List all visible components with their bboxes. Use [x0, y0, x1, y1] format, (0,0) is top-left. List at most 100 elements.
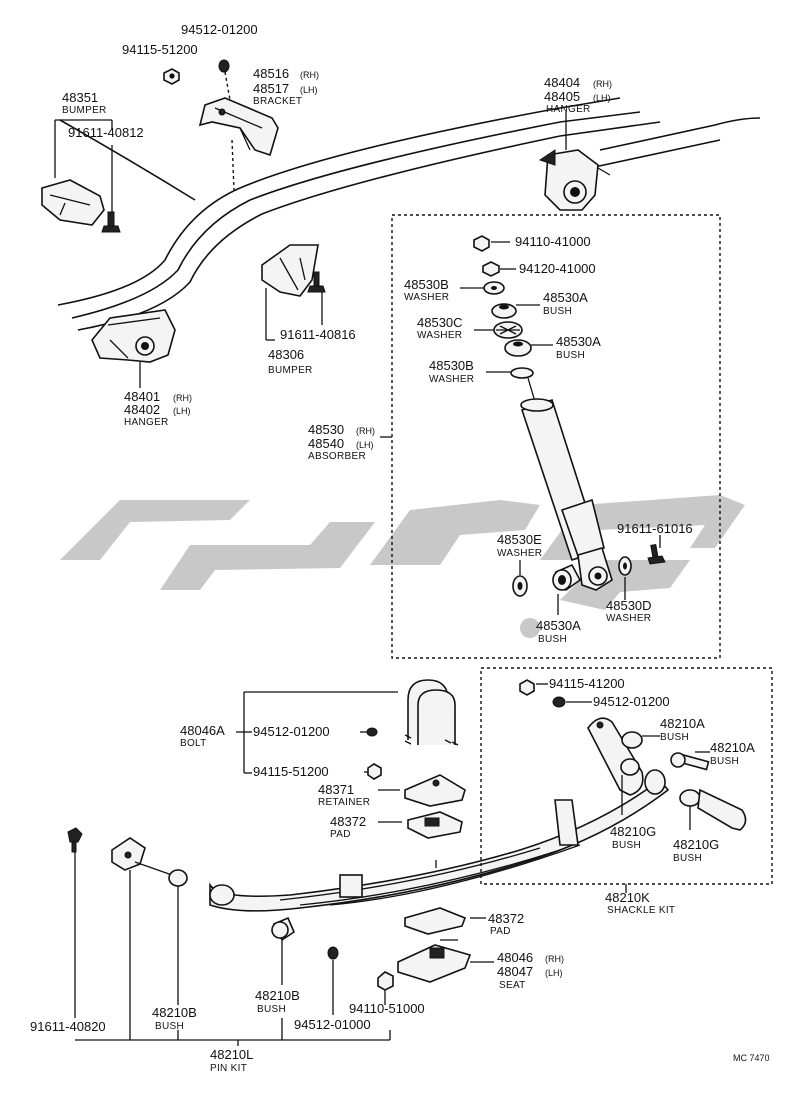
label-48401: 48401 [124, 389, 160, 404]
label-48372-top: 48372 [330, 814, 366, 829]
bush-48210G-1 [620, 758, 640, 776]
shackle-box [480, 667, 773, 885]
seat-48046 [397, 939, 472, 983]
label-48530: 48530 [308, 422, 344, 437]
label-94115-41200: 94115-41200 [549, 676, 625, 691]
label-48351: 48351 [62, 90, 98, 105]
u-bolt-48046A [404, 679, 459, 746]
label-48047-lh: (LH) [545, 968, 563, 978]
bush-48210A-1 [621, 731, 643, 749]
label-48210G-2: 48210G [673, 837, 719, 852]
nut-94120-41000 [482, 261, 500, 277]
label-48516-rh: (RH) [300, 70, 319, 80]
label-48210G-1: 48210G [610, 824, 656, 839]
label-48540-lh: (LH) [356, 440, 374, 450]
label-48306: 48306 [268, 347, 304, 362]
label-48402-lh: (LH) [173, 406, 191, 416]
label-48401-rh: (RH) [173, 393, 192, 403]
bush-48530A-1 [491, 303, 517, 319]
label-48210A-1: 48210A [660, 716, 705, 731]
washer-94512-top [218, 59, 230, 73]
bolt-48210A-2 [670, 752, 710, 771]
label-pad-top: PAD [330, 829, 351, 840]
nut-94115-bolt [367, 763, 382, 780]
bolt-91611-40820 [67, 827, 83, 853]
label-pad-bottom: PAD [490, 926, 511, 937]
label-48047: 48047 [497, 964, 533, 979]
label-94115-51200-top: 94115-51200 [122, 42, 198, 57]
nut-94110-51000 [377, 971, 394, 991]
label-48517-lh: (LH) [300, 85, 318, 95]
bush-48210B-2 [271, 916, 295, 942]
label-91611-40820: 91611-40820 [30, 1019, 106, 1034]
label-code: MC 7470 [733, 1053, 770, 1063]
label-94120-41000: 94120-41000 [519, 261, 596, 276]
nut-94110-41000 [473, 235, 490, 252]
label-94512-01200-top: 94512-01200 [181, 22, 258, 37]
label-48046A: 48046A [180, 723, 225, 738]
label-bush-6: BUSH [612, 840, 641, 851]
washer-94512-bolt [366, 727, 378, 737]
label-48530A-3: 48530A [536, 618, 581, 633]
label-94110-51000: 94110-51000 [349, 1001, 425, 1016]
label-48210L: 48210L [210, 1047, 253, 1062]
label-48404: 48404 [544, 75, 580, 90]
label-bush-7: BUSH [673, 853, 702, 864]
bolt-91611-61016 [647, 544, 666, 565]
label-94512-01200-mid: 94512-01200 [593, 694, 670, 709]
label-91611-61016: 91611-61016 [617, 521, 693, 536]
label-91611-40816: 91611-40816 [280, 327, 356, 342]
label-48405-lh: (LH) [593, 93, 611, 103]
label-91611-40812: 91611-40812 [68, 125, 144, 140]
label-48402: 48402 [124, 402, 160, 417]
washer-94512-mid [552, 696, 566, 708]
bumper-48351 [41, 179, 105, 226]
hanger-48401 [91, 309, 176, 363]
label-pin-kit: PIN KIT [210, 1063, 247, 1074]
label-48210B-mid: 48210B [255, 988, 300, 1003]
bumper-48306 [261, 244, 319, 297]
bush-48210B-1 [168, 869, 188, 887]
label-washer-2: WASHER [417, 330, 462, 341]
label-washer-4: WASHER [497, 548, 542, 559]
washer-48530B-top [483, 281, 505, 295]
shock-absorber-48530 [520, 377, 613, 591]
nut-94115-top [163, 68, 180, 85]
label-hanger-top: HANGER [546, 104, 591, 115]
label-94512-01200-bolt: 94512-01200 [253, 724, 330, 739]
label-48516: 48516 [253, 66, 289, 81]
label-washer-5: WASHER [606, 613, 651, 624]
label-48405: 48405 [544, 89, 580, 104]
washer-48530D [618, 556, 632, 576]
leaf-spring [209, 769, 670, 912]
label-bumper-top: BUMPER [62, 105, 107, 116]
bush-48210G-2 [679, 789, 701, 807]
label-bolt: BOLT [180, 738, 207, 749]
label-bush-2: BUSH [556, 350, 585, 361]
washer-48530C [493, 321, 523, 339]
label-48530B-bottom: 48530B [429, 358, 474, 373]
label-washer-3: WASHER [429, 374, 474, 385]
bush-48530A-2 [504, 339, 532, 357]
label-48530-rh: (RH) [356, 426, 375, 436]
label-bush-3: BUSH [538, 634, 567, 645]
retainer-48371 [404, 774, 466, 807]
label-bush-4: BUSH [660, 732, 689, 743]
washer-94512-01000 [327, 946, 339, 960]
label-bush-5: BUSH [710, 756, 739, 767]
shackle-plate-rear [697, 788, 747, 831]
label-bracket: BRACKET [253, 96, 302, 107]
washer-48530B-bottom [510, 367, 534, 379]
label-48046-rh: (RH) [545, 954, 564, 964]
hanger-48404 [538, 149, 611, 211]
label-shackle-kit: SHACKLE KIT [607, 905, 675, 916]
label-94115-51200-bolt: 94115-51200 [253, 764, 329, 779]
label-48517: 48517 [253, 81, 289, 96]
pin-48210L [111, 837, 173, 876]
label-48530C: 48530C [417, 315, 463, 330]
label-48530E: 48530E [497, 532, 542, 547]
label-washer-1: WASHER [404, 292, 449, 303]
label-48371: 48371 [318, 782, 354, 797]
pad-48372-bottom [404, 907, 467, 935]
